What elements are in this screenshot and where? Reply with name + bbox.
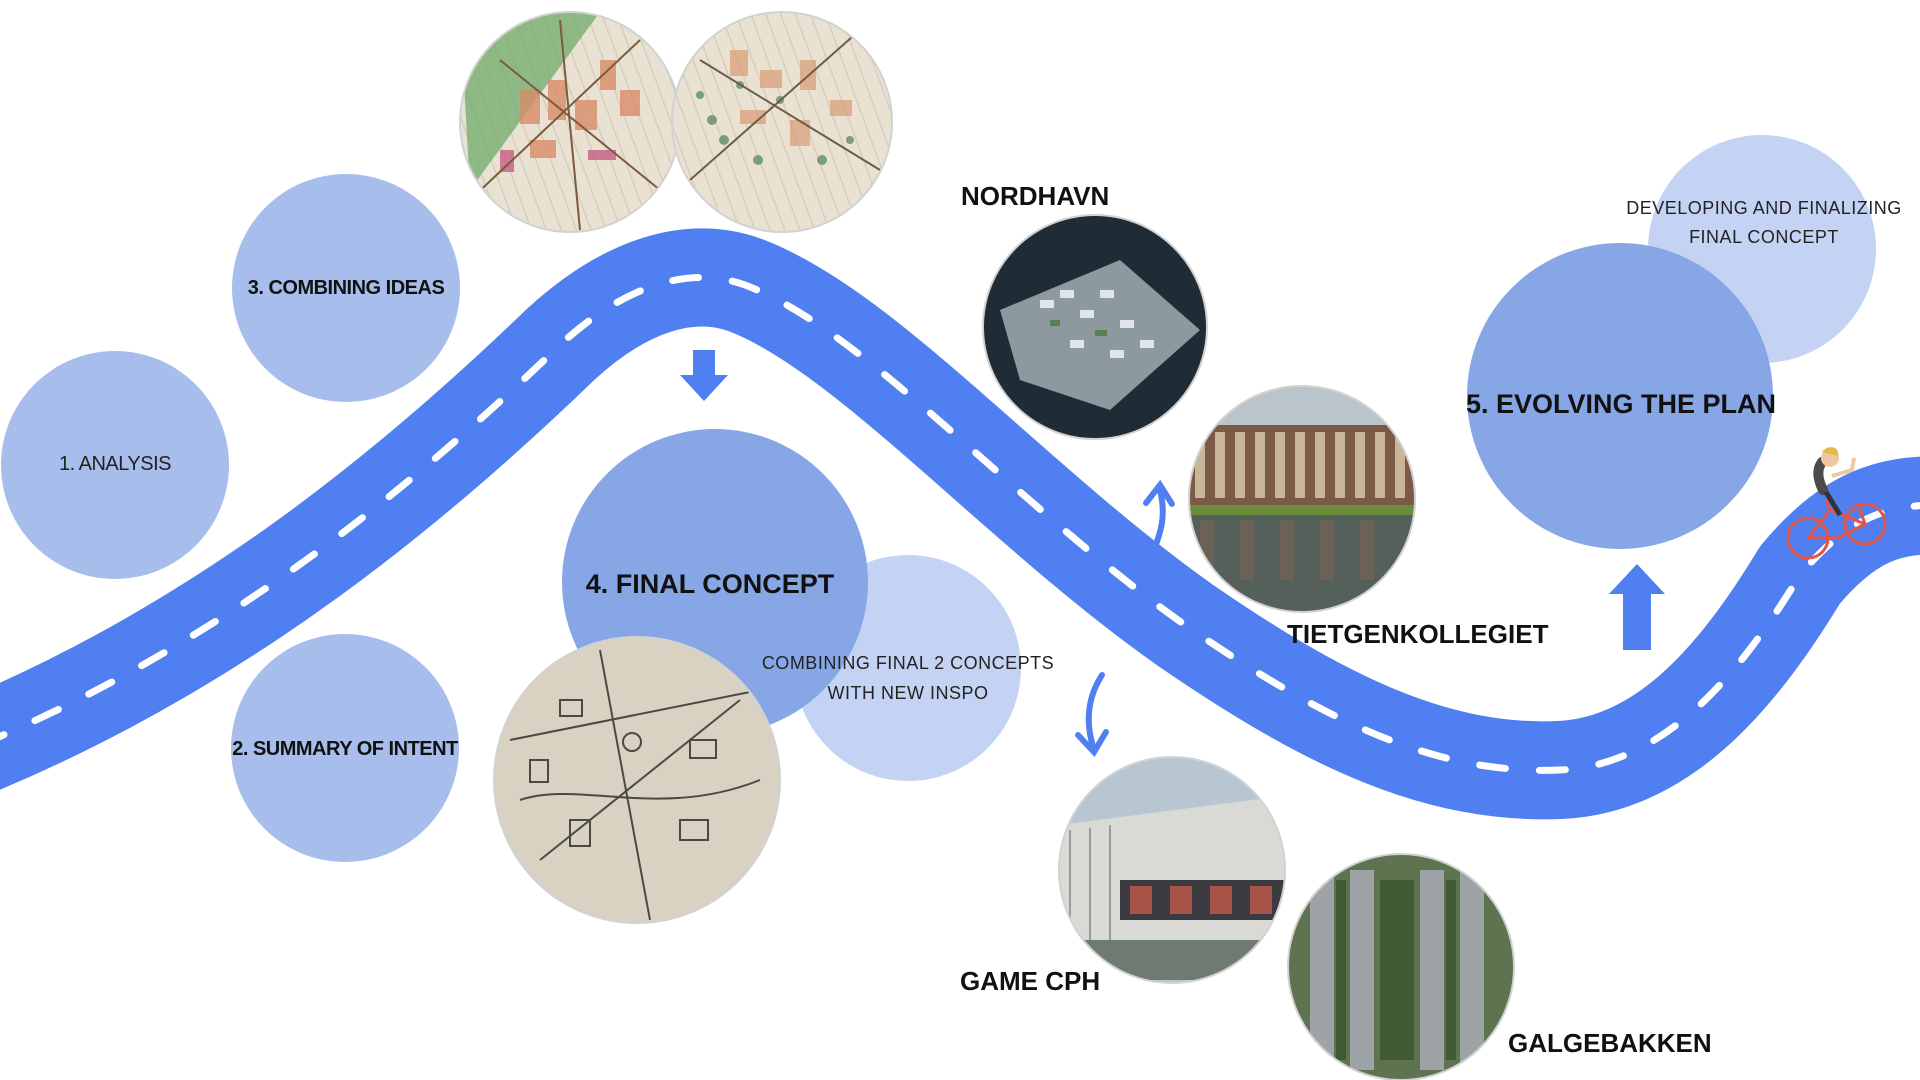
stage-circle-combining — [232, 174, 460, 402]
cyclist-icon — [1786, 447, 1887, 560]
sketch-photo-3 — [493, 636, 781, 924]
sketch-photo-2 — [671, 11, 893, 233]
reference-label-galgebakken: GALGEBAKKEN — [1508, 1028, 1712, 1058]
reference-label-tietgen: TIETGENKOLLEGIET — [1287, 619, 1549, 649]
photo-nordhavn — [982, 214, 1208, 440]
road — [0, 228, 1920, 820]
stage-circle-analysis — [1, 351, 229, 579]
arrow-up-to-evolving — [1609, 564, 1665, 650]
stage-label-final: 4. FINAL CONCEPT — [586, 569, 835, 599]
note-evolving-line-1: DEVELOPING AND FINALIZING — [1626, 198, 1902, 218]
stage-label-combining: 3. COMBINING IDEAS — [248, 277, 445, 299]
note-final-line-2: WITH NEW INSPO — [828, 683, 989, 703]
photo-game-cph — [1058, 756, 1286, 984]
arrow-down-to-final — [680, 350, 728, 401]
note-evolving-line-2: FINAL CONCEPT — [1689, 227, 1839, 247]
stage-label-analysis: 1. ANALYSIS — [59, 453, 171, 475]
photo-galgebakken — [1287, 853, 1515, 1080]
arrow-to-tietgen — [1143, 479, 1175, 558]
reference-label-nordhavn: NORDHAVN — [961, 181, 1109, 211]
stage-circle-evolving — [1467, 243, 1773, 549]
stage-label-summary: 2. SUMMARY OF INTENT — [232, 738, 458, 760]
stage-circle-summary — [231, 634, 459, 862]
road-center-dashes — [0, 274, 1920, 774]
stage-circles — [1, 135, 1876, 862]
reference-label-game: GAME CPH — [960, 966, 1100, 996]
stage-label-evolving: 5. EVOLVING THE PLAN — [1466, 389, 1776, 419]
sketch-photo-1 — [459, 11, 681, 233]
arrow-to-game — [1075, 672, 1109, 757]
photo-tietgenkollegiet — [1188, 385, 1416, 613]
note-final-line-1: COMBINING FINAL 2 CONCEPTS — [762, 653, 1054, 673]
